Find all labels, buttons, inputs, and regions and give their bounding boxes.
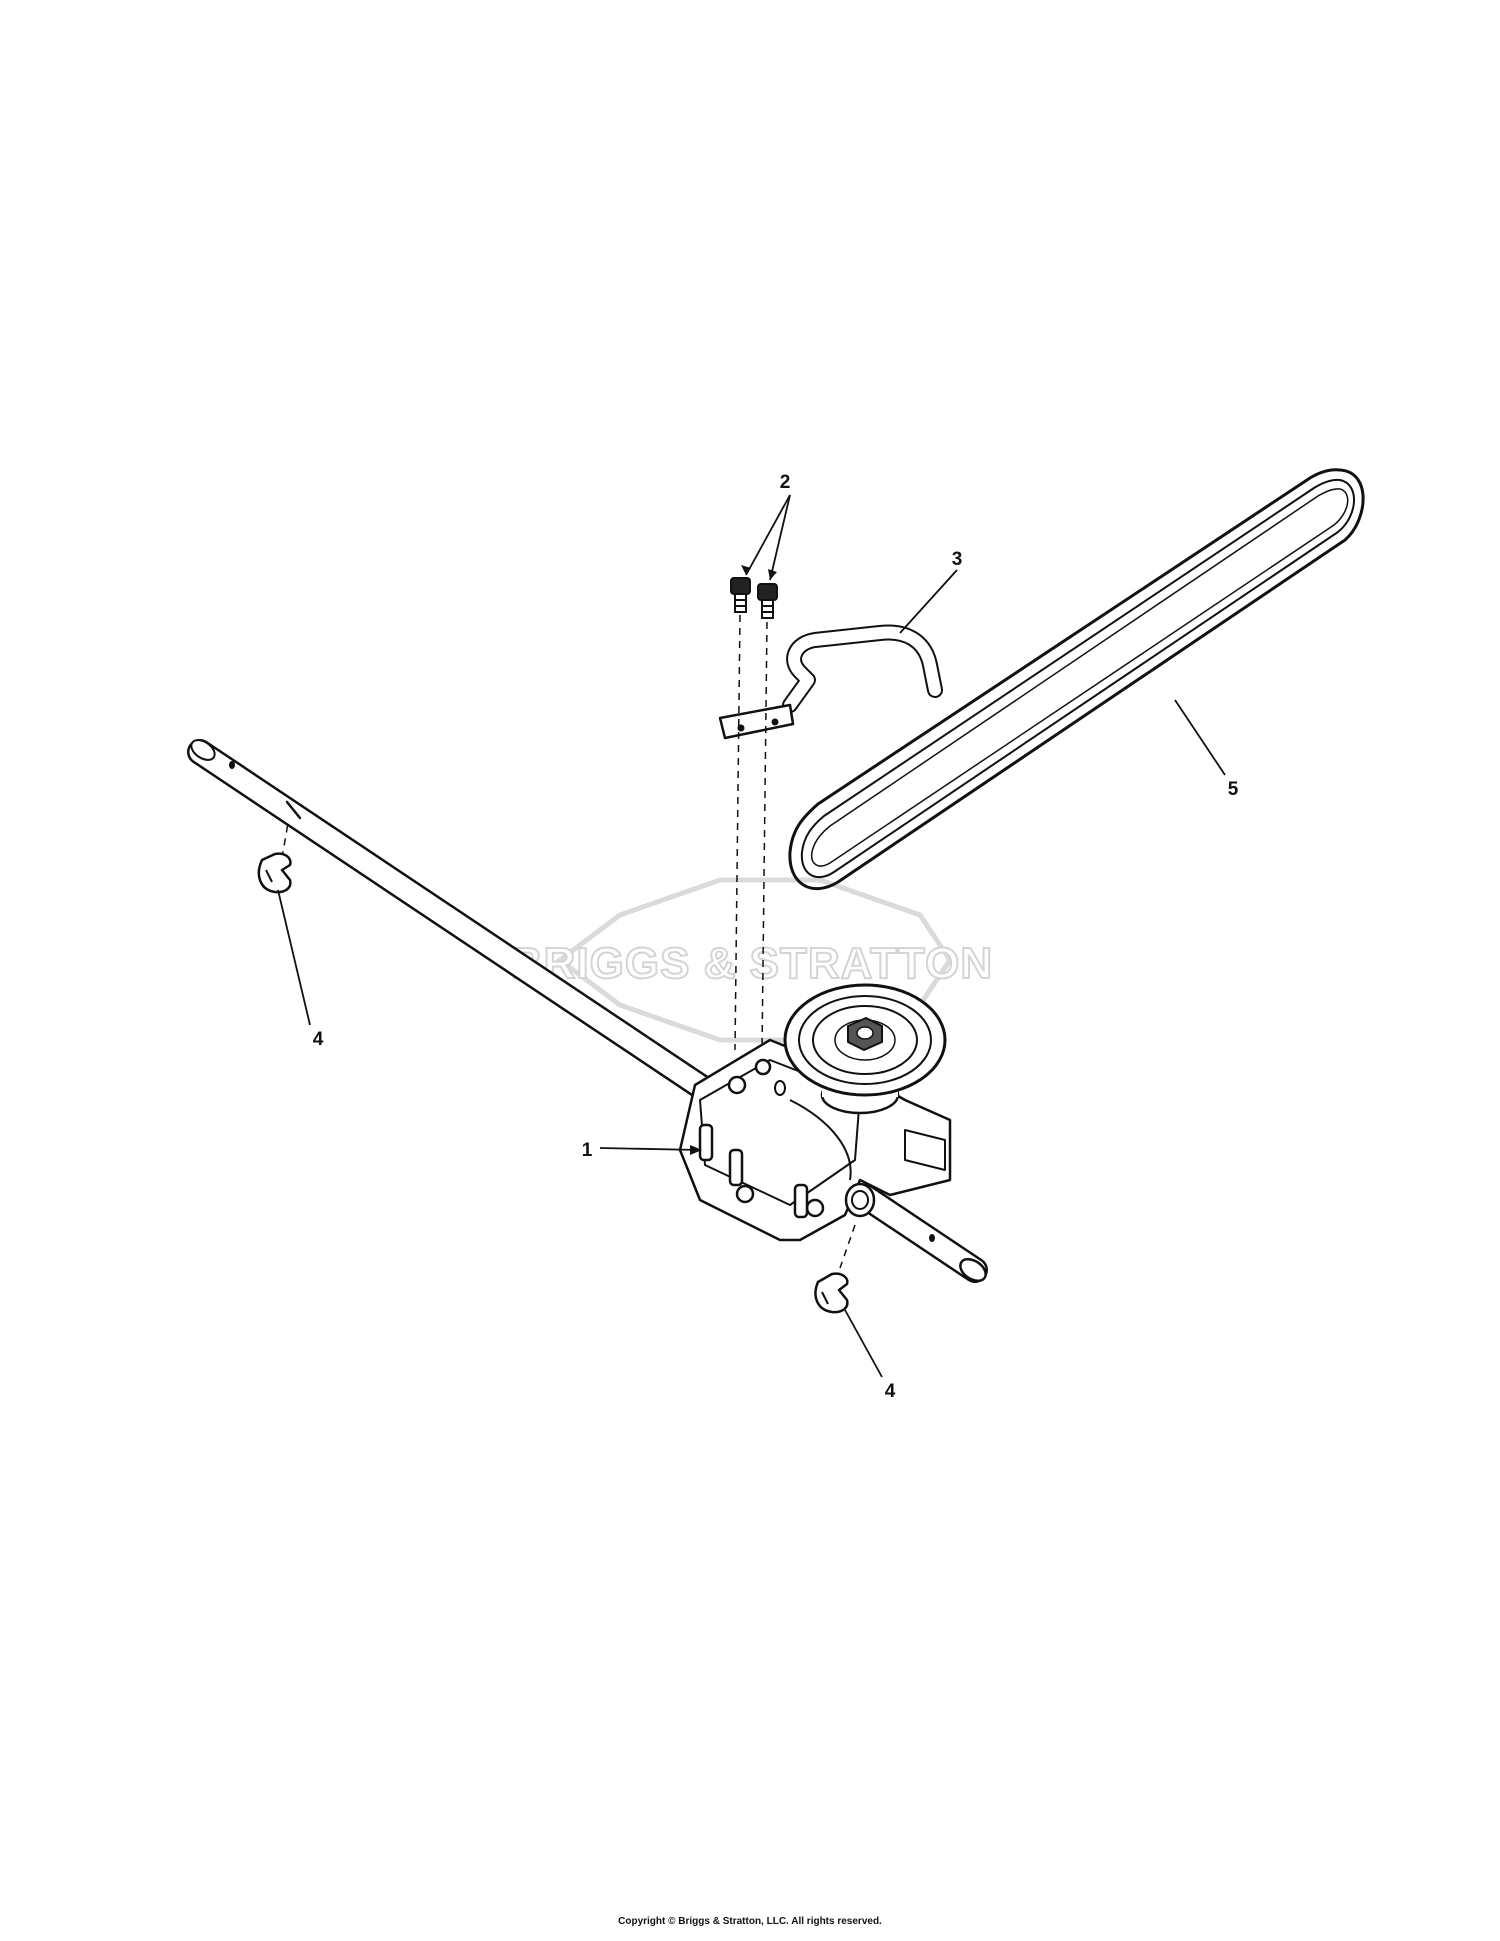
- clip-lower: [814, 1272, 849, 1314]
- callout-shift-rod: 3: [952, 549, 963, 570]
- leader-arrows: [690, 565, 777, 1155]
- bolt-left: [730, 577, 751, 613]
- shift-rod: [718, 624, 943, 740]
- callout-clip-upper: 4: [313, 1029, 324, 1050]
- copyright-notice: Copyright © Briggs & Stratton, LLC. All …: [618, 1916, 882, 1927]
- clip-upper: [257, 852, 292, 894]
- callout-gearbox: 1: [582, 1140, 593, 1161]
- drive-belt: [788, 468, 1365, 891]
- callout-bolts: 2: [780, 472, 791, 493]
- leader-lines: [277, 494, 1226, 1378]
- assembly-lines: [281, 614, 856, 1269]
- callout-belt: 5: [1228, 779, 1239, 800]
- bolts: [730, 577, 778, 619]
- watermark-logo: BRIGGS & STRATTON: [510, 877, 993, 1043]
- callout-clip-lower: 4: [885, 1381, 896, 1402]
- pulley: [774, 983, 947, 1115]
- bolt-right: [757, 583, 778, 619]
- watermark-text: BRIGGS & STRATTON: [511, 939, 993, 988]
